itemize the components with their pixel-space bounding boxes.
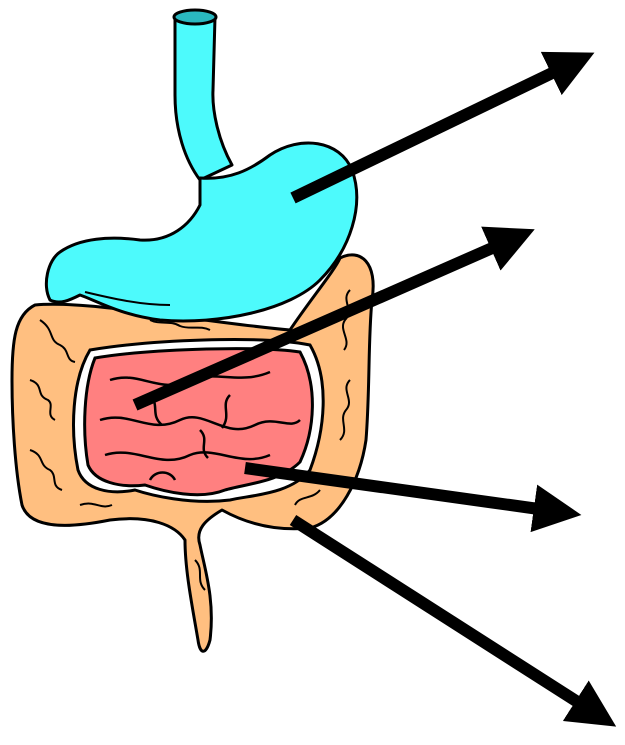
stomach-pointer bbox=[293, 62, 575, 198]
large-intestine-pointer bbox=[293, 520, 598, 715]
esophagus-icon bbox=[174, 10, 232, 180]
